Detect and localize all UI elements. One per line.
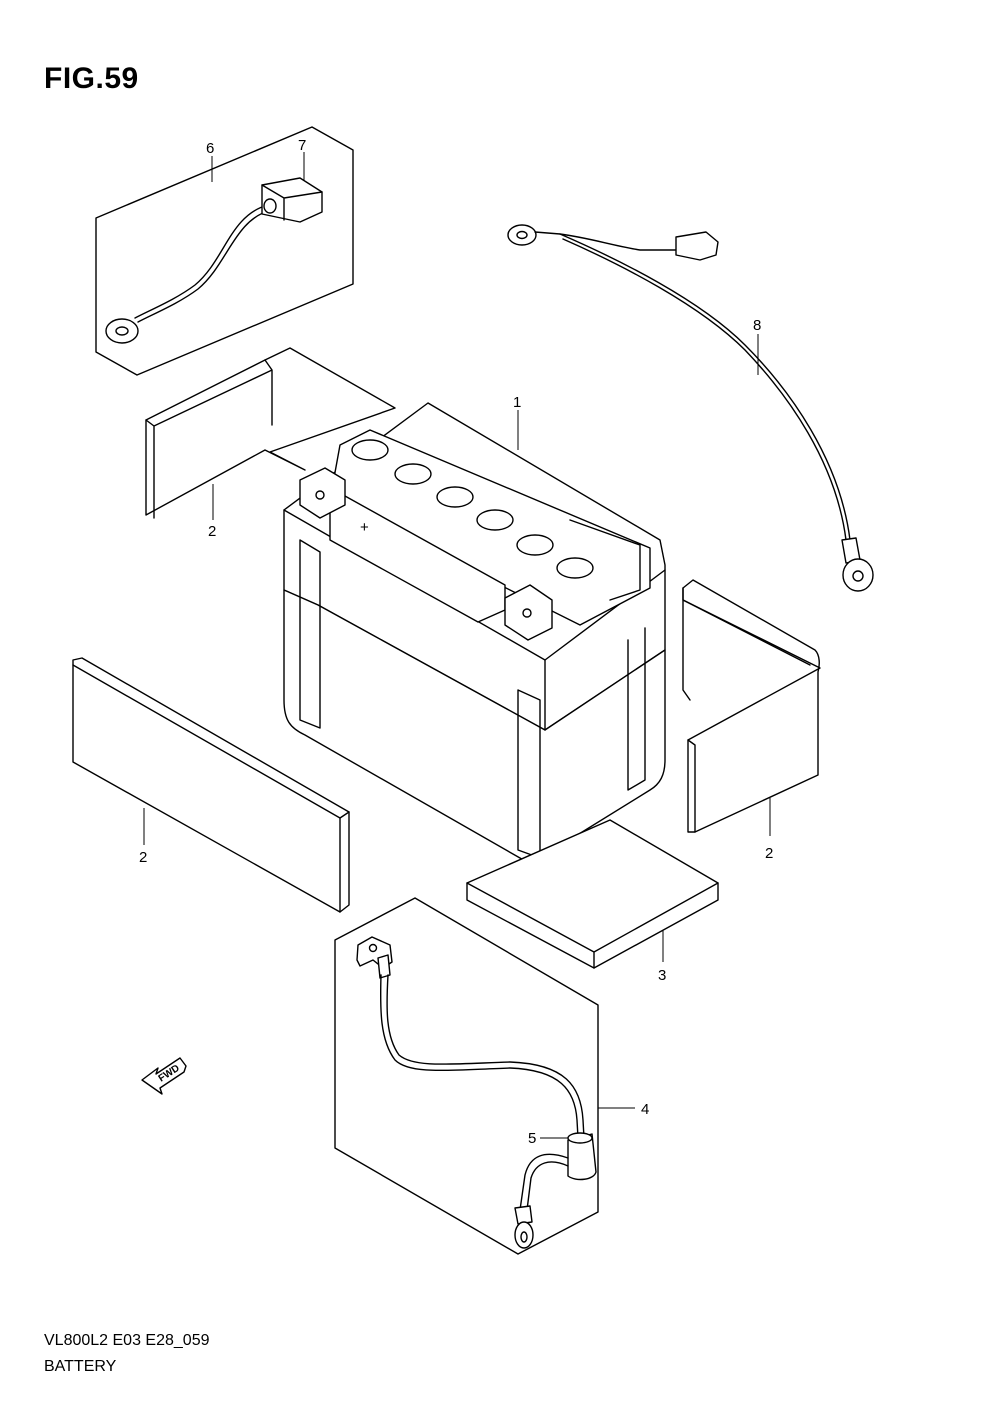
lead-wire-4-group: 4 5 <box>334 897 649 1255</box>
callout-6: 6 <box>206 140 214 157</box>
cell-cap-2 <box>394 463 432 485</box>
callout-8: 8 <box>753 317 761 334</box>
pad-2-upper-left-edges <box>145 359 273 519</box>
pad-3-edges <box>466 882 719 969</box>
pad-2-upper-left: 2 <box>145 347 396 540</box>
cell-cap-5 <box>516 534 554 556</box>
terminal-cap-5-top <box>567 1132 593 1144</box>
callout-2a: 2 <box>208 523 216 540</box>
ring-terminal-8-bottom <box>842 558 874 592</box>
pad-2-right-edges <box>682 587 811 833</box>
ring-terminal-4-top-hole <box>368 943 378 953</box>
pad-2-upper-left-shape <box>145 347 396 516</box>
battery-vent <box>569 519 641 601</box>
pad-3: 3 <box>466 819 719 984</box>
battery-1: + 1 <box>283 394 666 863</box>
lead-wire-6-edge <box>137 209 272 323</box>
figure-name: BATTERY <box>44 1358 117 1375</box>
lead-wire-4-edge <box>386 974 585 1139</box>
lead-wire-4 <box>379 974 579 1139</box>
pad-2-lower-left: 2 <box>72 657 350 913</box>
callout-7: 7 <box>298 137 306 154</box>
ring-terminal-6-hole <box>115 326 129 336</box>
callout-2c: 2 <box>765 845 773 862</box>
terminal-left-bolt <box>315 490 325 500</box>
ring-terminal-4-bottom-hole <box>520 1231 528 1243</box>
cell-cap-6 <box>556 557 594 579</box>
terminal-right-bolt <box>522 608 532 618</box>
callout-4: 4 <box>641 1101 649 1118</box>
lead-wire-4-sleeve <box>514 1205 533 1225</box>
lead-wire-4-lower <box>519 1153 569 1211</box>
terminal-left <box>299 467 346 519</box>
terminal-cap-5 <box>567 1133 597 1181</box>
pad-2-lower-left-edges <box>72 664 350 913</box>
battery-rib-left <box>299 539 321 729</box>
inset-panel-4 <box>334 897 599 1255</box>
lead-wire-8-group: 8 <box>507 224 874 592</box>
fwd-arrow-shape <box>141 1057 187 1095</box>
pad-3-shape <box>466 819 719 969</box>
cap-7-boot <box>263 198 277 214</box>
terminal-right <box>504 584 553 641</box>
cap-7-edges <box>261 184 323 221</box>
ring-terminal-8-top <box>507 224 537 246</box>
fwd-arrow: FWD <box>141 1057 187 1095</box>
cell-cap-1 <box>351 439 389 461</box>
lead-wire-6-group: 6 7 <box>95 126 354 376</box>
ring-terminal-8-bottom-hole <box>852 570 864 582</box>
cell-cap-3 <box>436 486 474 508</box>
lead-wire-8-edge <box>562 238 847 541</box>
lead-wire-6 <box>134 204 269 319</box>
terminal-4-sleeve <box>377 954 391 979</box>
cell-cap-4 <box>476 509 514 531</box>
pad-2-right: 2 <box>682 579 821 862</box>
pad-2-right-shape <box>682 579 821 833</box>
callout-2b: 2 <box>139 849 147 866</box>
connector-8 <box>675 231 719 261</box>
battery-rib-right <box>627 627 646 791</box>
callout-3: 3 <box>658 967 666 984</box>
ring-terminal-6 <box>105 318 139 344</box>
callout-5: 5 <box>528 1130 536 1147</box>
lead-wire-8 <box>559 233 851 541</box>
figure-code: VL800L2 E03 E28_059 <box>44 1332 210 1349</box>
ring-terminal-4-bottom <box>514 1221 534 1249</box>
figure-title: FIG.59 <box>44 62 139 95</box>
cap-7 <box>261 177 323 223</box>
callout-1: 1 <box>513 394 521 411</box>
lead-wire-4-lower-edge <box>526 1161 569 1211</box>
battery-plus-mark: + <box>360 519 369 536</box>
lead-wire-8-branch <box>534 231 677 251</box>
ring-terminal-8-top-hole <box>516 230 528 240</box>
